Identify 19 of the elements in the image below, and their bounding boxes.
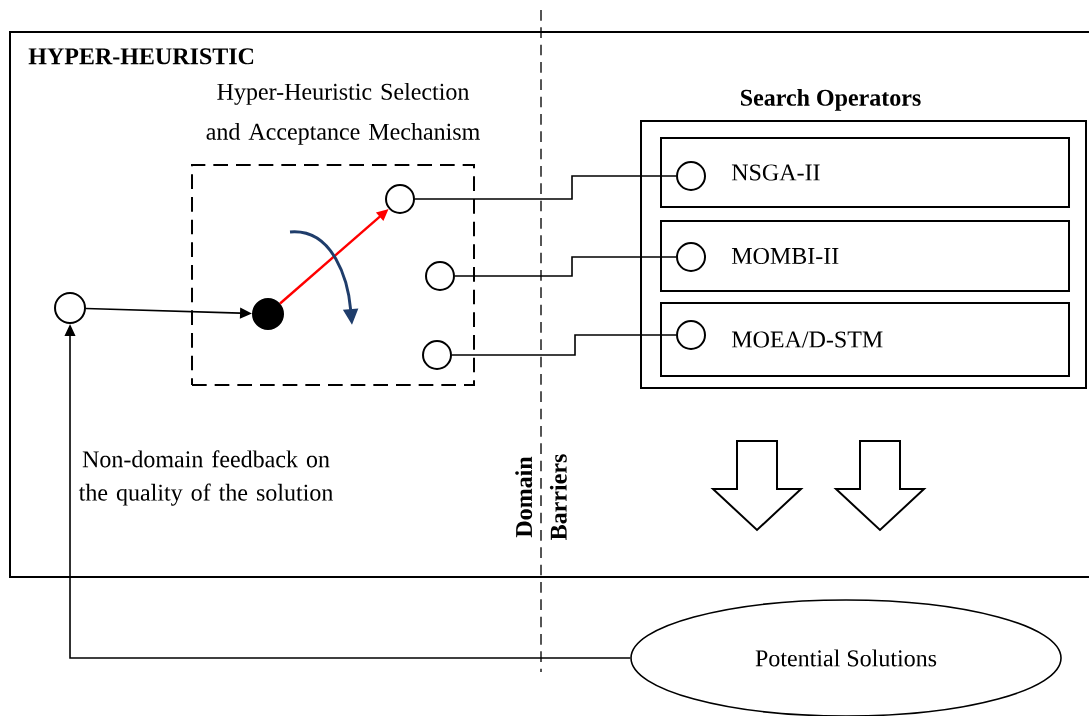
- barrier-label: Domain Barriers: [515, 454, 567, 540]
- connector-circle: [676, 320, 706, 350]
- operator-box: MOMBI-II: [660, 220, 1070, 292]
- operator-box: NSGA-II: [660, 137, 1070, 208]
- connector-circle: [425, 261, 455, 291]
- junction-dot: [252, 298, 284, 330]
- operator-box: MOEA/D-STM: [660, 302, 1070, 377]
- connector-circle: [676, 161, 706, 191]
- connector-line: [454, 256, 677, 277]
- connector-circle: [422, 340, 452, 370]
- connector-line: [451, 334, 677, 356]
- connector-circle: [676, 242, 706, 272]
- connector-circle: [385, 184, 415, 214]
- feedback-note: Non-domain feedback on the quality of the solution: [78, 450, 333, 506]
- node-label: Search Operators: [741, 88, 921, 111]
- selection-mechanism-box: Hyper-Heuristic Selection and Acceptance Mechanism: [191, 83, 480, 386]
- connector-line: [414, 175, 677, 200]
- connector-circle: [54, 292, 86, 324]
- node-label: Hyper-Heuristic Selection and Acceptance Mechanism: [206, 82, 480, 145]
